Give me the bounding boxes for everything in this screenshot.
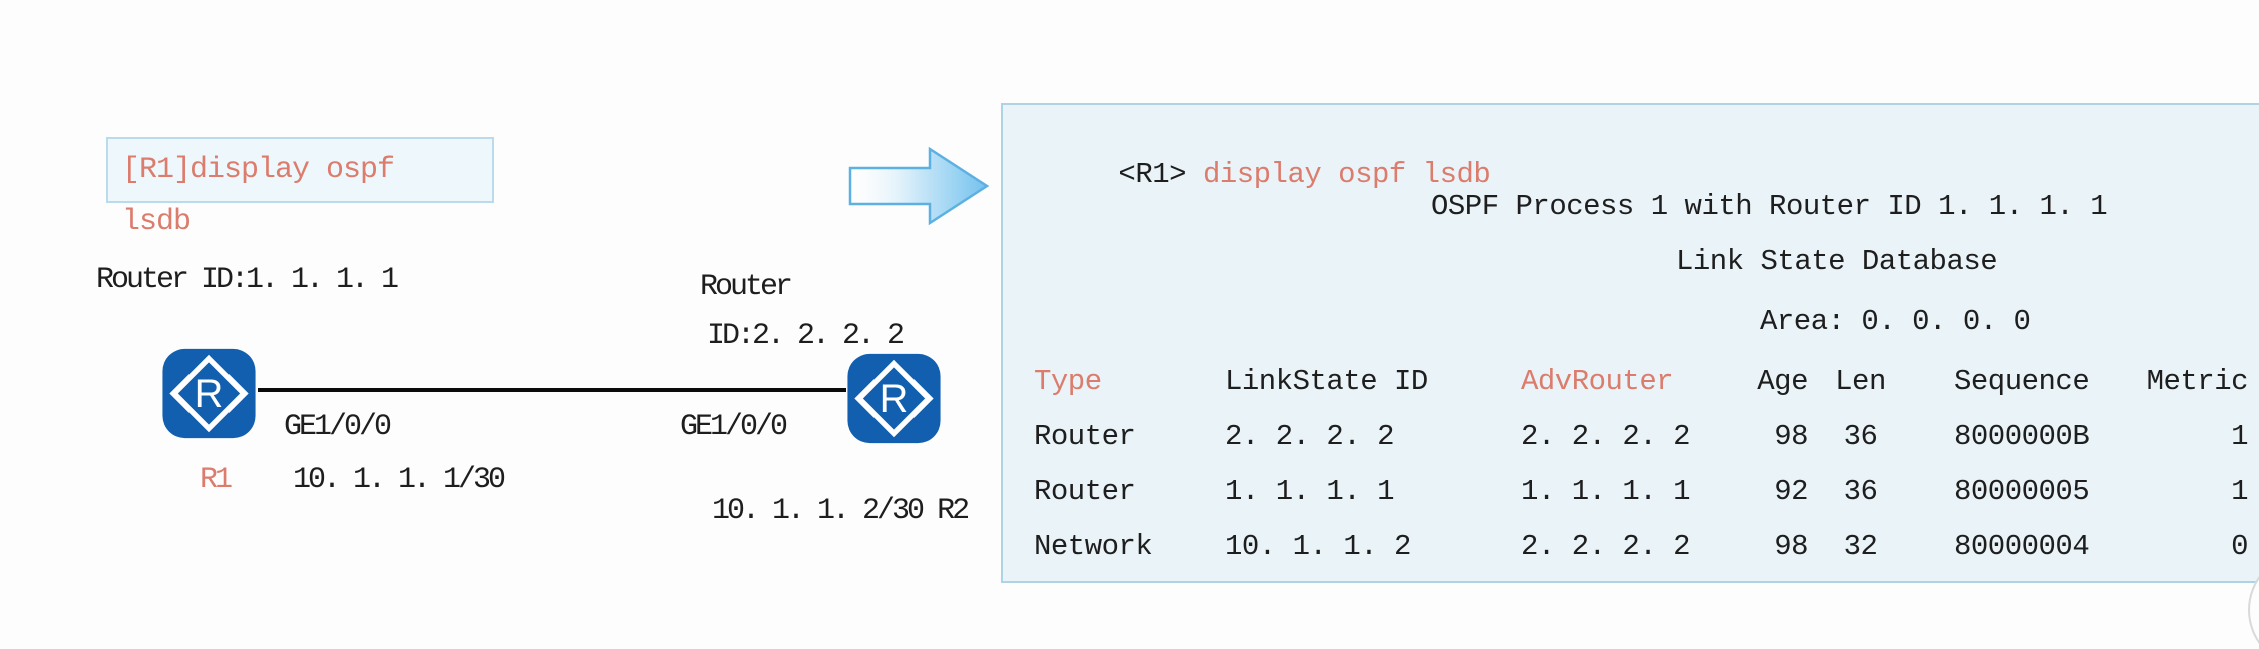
- router1-icon: R: [160, 345, 258, 442]
- header-advrouter: AdvRouter: [1521, 365, 1674, 398]
- cell-sequence: 8000000B: [1954, 420, 2090, 453]
- router1-ip-label: 10. 1. 1. 1/30: [293, 463, 506, 497]
- cell-sequence: 80000004: [1954, 530, 2090, 563]
- router1-name-label: R1: [200, 463, 233, 497]
- header-sequence: Sequence: [1954, 365, 2090, 398]
- svg-text:R: R: [880, 377, 909, 421]
- lsdb-table-row: Router 2. 2. 2. 2 2. 2. 2. 2 98 36 80000…: [1003, 420, 2259, 456]
- router-glyph-icon: R: [162, 348, 256, 439]
- header-linkstate-id: LinkState ID: [1225, 365, 1428, 398]
- router1-id-label: Router ID:1. 1. 1. 1: [96, 263, 399, 297]
- header-type: Type: [1034, 365, 1102, 398]
- router1-interface-label: GE1/0/0: [284, 410, 392, 444]
- svg-text:R: R: [195, 372, 224, 416]
- lsdb-table-row: Router 1. 1. 1. 1 1. 1. 1. 1 92 36 80000…: [1003, 475, 2259, 511]
- lsdb-table-row: Network 10. 1. 1. 2 2. 2. 2. 2 98 32 800…: [1003, 530, 2259, 566]
- cell-sequence: 80000005: [1954, 475, 2090, 508]
- area-line: Area: 0. 0. 0. 0: [1760, 305, 2031, 338]
- cell-len: 36: [1843, 475, 1878, 508]
- cell-metric: 1: [2231, 475, 2248, 508]
- cell-linkstate-id: 2. 2. 2. 2: [1225, 420, 1395, 453]
- cell-advrouter: 2. 2. 2. 2: [1521, 420, 1691, 453]
- lsdb-header-row: Type LinkState ID AdvRouter Age Len Sequ…: [1003, 365, 2259, 401]
- ospf-process-line: OSPF Process 1 with Router ID 1. 1. 1. 1: [1431, 190, 2108, 223]
- cell-advrouter: 1. 1. 1. 1: [1521, 475, 1691, 508]
- terminal-command: display ospf lsdb: [1186, 158, 1491, 191]
- link-state-database-line: Link State Database: [1676, 245, 1998, 278]
- terminal-prompt-line: <R1> display ospf lsdb: [1017, 124, 1490, 226]
- router2-id-label-line2: ID:2. 2. 2. 2: [707, 319, 905, 353]
- header-len: Len: [1835, 365, 1886, 398]
- header-metric: Metric: [2146, 365, 2249, 398]
- cell-metric: 0: [2231, 530, 2248, 563]
- ethernet-link-line: [258, 388, 846, 392]
- cell-age: 92: [1774, 475, 1808, 508]
- router2-id-label-line1: Router: [700, 270, 793, 304]
- terminal-output-panel: <R1> display ospf lsdb OSPF Process 1 wi…: [1001, 103, 2259, 583]
- header-age: Age: [1757, 365, 1808, 398]
- terminal-prompt: <R1>: [1118, 158, 1187, 191]
- router2-ip-label: 10. 1. 1. 2/30: [712, 494, 925, 528]
- right-arrow-icon: [848, 146, 990, 231]
- cell-len: 36: [1843, 420, 1878, 453]
- command-text-line2: lsdb: [122, 205, 191, 239]
- router2-icon: R: [845, 350, 943, 447]
- cell-type: Router: [1034, 420, 1136, 453]
- router-glyph-icon: R: [847, 353, 941, 444]
- cell-len: 32: [1843, 530, 1878, 563]
- cell-type: Router: [1034, 475, 1136, 508]
- cell-age: 98: [1774, 530, 1808, 563]
- cell-type: Network: [1034, 530, 1153, 563]
- router2-interface-label: GE1/0/0: [680, 410, 788, 444]
- cell-linkstate-id: 10. 1. 1. 2: [1225, 530, 1411, 563]
- cell-advrouter: 2. 2. 2. 2: [1521, 530, 1691, 563]
- router2-name-label: R2: [937, 494, 970, 528]
- command-text-line1: [R1]display ospf: [122, 153, 395, 187]
- cell-metric: 1: [2231, 420, 2248, 453]
- cell-linkstate-id: 1. 1. 1. 1: [1225, 475, 1395, 508]
- router2-ip-group: 10. 1. 1. 2/30 R2: [652, 460, 970, 562]
- command-callout-box: [R1]display ospf: [106, 137, 494, 203]
- cell-age: 98: [1774, 420, 1808, 453]
